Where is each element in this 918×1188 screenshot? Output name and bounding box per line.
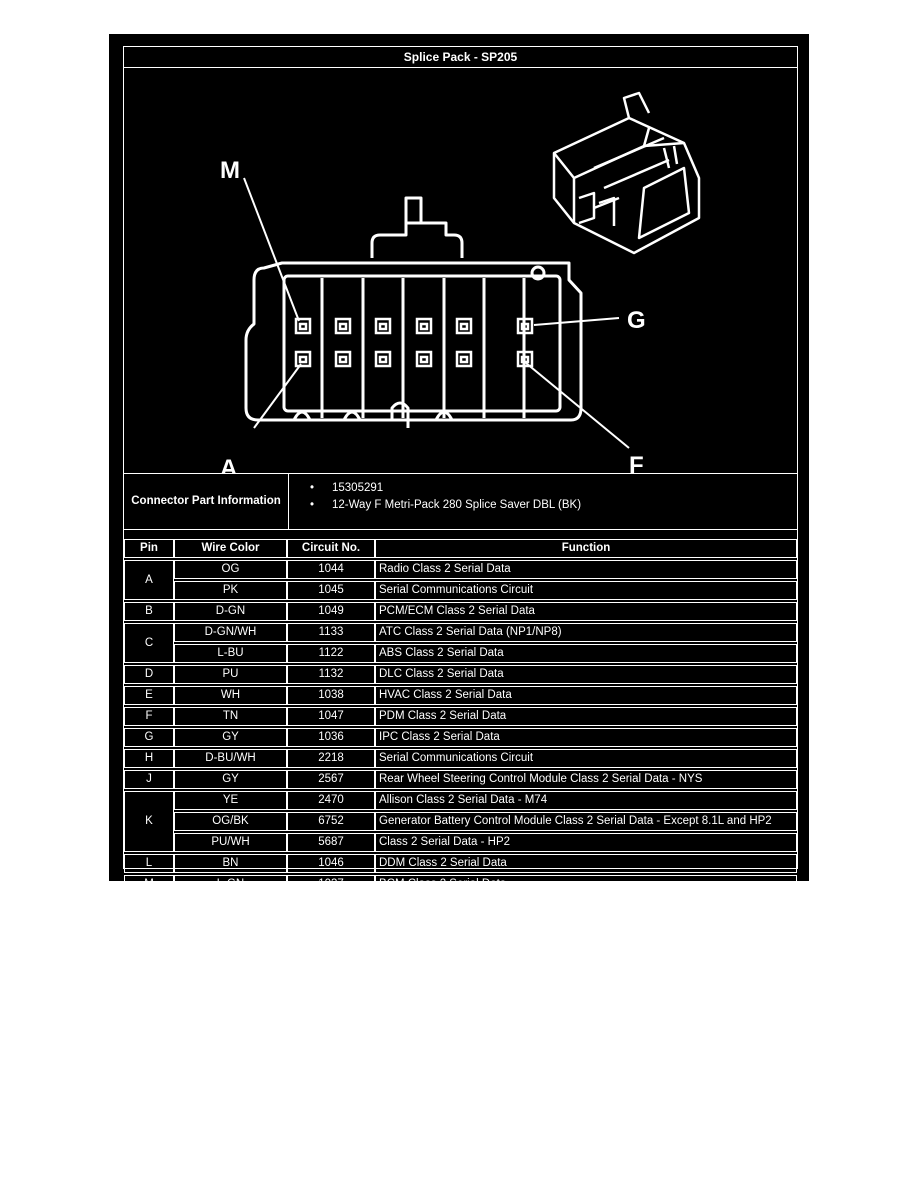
wire-color-cell: PU/WH <box>174 833 287 852</box>
table-row: L BN 1046 DDM Class 2 Serial Data <box>124 854 797 873</box>
circuit-cell: 2470 <box>287 791 375 810</box>
table-row: PK 1045 Serial Communications Circuit <box>124 581 797 600</box>
splice-pack-sheet: Splice Pack - SP205 <box>109 34 809 894</box>
wire-color-cell: WH <box>174 686 287 705</box>
pin-cell: M <box>124 875 174 894</box>
table-row: F TN 1047 PDM Class 2 Serial Data <box>124 707 797 726</box>
pin-cell: G <box>124 728 174 747</box>
circuit-cell: 2567 <box>287 770 375 789</box>
table-row: D PU 1132 DLC Class 2 Serial Data <box>124 665 797 684</box>
header-circuit-no: Circuit No. <box>287 539 375 558</box>
function-cell: Generator Battery Control Module Class 2… <box>375 812 797 831</box>
function-cell: Class 2 Serial Data - HP2 <box>375 833 797 852</box>
page-title: Splice Pack - SP205 <box>124 47 797 68</box>
header-wire-color: Wire Color <box>174 539 287 558</box>
table-row: G GY 1036 IPC Class 2 Serial Data <box>124 728 797 747</box>
function-cell: ATC Class 2 Serial Data (NP1/NP8) <box>375 623 797 642</box>
wire-color-cell: L-GN <box>174 875 287 894</box>
function-cell: ABS Class 2 Serial Data <box>375 644 797 663</box>
table-row: M L-GN 1037 BCM Class 2 Serial Data <box>124 875 797 894</box>
pin-cell: K <box>124 791 174 852</box>
part-description: 12-Way F Metri-Pack 280 Splice Saver DBL… <box>304 497 581 514</box>
part-info-label: Connector Part Information <box>124 474 289 529</box>
part-info-list: 15305291 12-Way F Metri-Pack 280 Splice … <box>304 480 581 514</box>
pin-table-header: Pin Wire Color Circuit No. Function <box>124 539 797 558</box>
circuit-cell: 1037 <box>287 875 375 894</box>
pin-cell: L <box>124 854 174 873</box>
circuit-cell: 6752 <box>287 812 375 831</box>
wire-color-cell: OG <box>174 560 287 579</box>
callout-f: F <box>629 452 644 473</box>
function-cell: DDM Class 2 Serial Data <box>375 854 797 873</box>
circuit-cell: 2218 <box>287 749 375 768</box>
callout-g: G <box>627 307 646 334</box>
circuit-cell: 1044 <box>287 560 375 579</box>
table-row: A OG 1044 Radio Class 2 Serial Data <box>124 560 797 600</box>
pin-table: Pin Wire Color Circuit No. Function A OG… <box>124 537 797 896</box>
circuit-cell: 1036 <box>287 728 375 747</box>
pin-cell: C <box>124 623 174 663</box>
pin-cell: J <box>124 770 174 789</box>
circuit-cell: 1122 <box>287 644 375 663</box>
function-cell: BCM Class 2 Serial Data <box>375 875 797 894</box>
wire-color-cell: PU <box>174 665 287 684</box>
wire-color-cell: D-BU/WH <box>174 749 287 768</box>
circuit-cell: 1132 <box>287 665 375 684</box>
function-cell: Rear Wheel Steering Control Module Class… <box>375 770 797 789</box>
function-cell: DLC Class 2 Serial Data <box>375 665 797 684</box>
function-cell: Serial Communications Circuit <box>375 581 797 600</box>
wire-color-cell: YE <box>174 791 287 810</box>
callout-m: M <box>220 157 240 184</box>
function-cell: PDM Class 2 Serial Data <box>375 707 797 726</box>
circuit-cell: 1038 <box>287 686 375 705</box>
header-pin: Pin <box>124 539 174 558</box>
circuit-cell: 5687 <box>287 833 375 852</box>
wire-color-cell: GY <box>174 770 287 789</box>
table-row: L-BU 1122 ABS Class 2 Serial Data <box>124 644 797 663</box>
pin-cell: A <box>124 560 174 600</box>
circuit-cell: 1045 <box>287 581 375 600</box>
wire-color-cell: D-GN <box>174 602 287 621</box>
circuit-cell: 1046 <box>287 854 375 873</box>
table-row: B D-GN 1049 PCM/ECM Class 2 Serial Data <box>124 602 797 621</box>
wire-color-cell: D-GN/WH <box>174 623 287 642</box>
function-cell: Allison Class 2 Serial Data - M74 <box>375 791 797 810</box>
circuit-cell: 1047 <box>287 707 375 726</box>
content-frame: Splice Pack - SP205 <box>123 46 798 894</box>
table-row: C D-GN/WH 1133 ATC Class 2 Serial Data (… <box>124 623 797 663</box>
wire-color-cell: GY <box>174 728 287 747</box>
circuit-cell: 1133 <box>287 623 375 642</box>
wire-color-cell: TN <box>174 707 287 726</box>
table-row: PU/WH 5687 Class 2 Serial Data - HP2 <box>124 833 797 852</box>
function-cell: Radio Class 2 Serial Data <box>375 560 797 579</box>
pin-cell: H <box>124 749 174 768</box>
table-row: OG/BK 6752 Generator Battery Control Mod… <box>124 812 797 831</box>
connector-face-view-icon: M G A F <box>220 91 701 482</box>
circuit-cell: 1049 <box>287 602 375 621</box>
wire-color-cell: L-BU <box>174 644 287 663</box>
pin-cell: F <box>124 707 174 726</box>
wire-color-cell: OG/BK <box>174 812 287 831</box>
header-function: Function <box>375 539 797 558</box>
pin-cell: D <box>124 665 174 684</box>
table-row: K YE 2470 Allison Class 2 Serial Data - … <box>124 791 797 852</box>
connector-3d-view-icon <box>552 91 701 255</box>
function-cell: IPC Class 2 Serial Data <box>375 728 797 747</box>
callout-a: A <box>220 455 237 473</box>
part-number: 15305291 <box>304 480 581 497</box>
connector-diagram: M G A F <box>124 68 797 482</box>
connector-part-information: Connector Part Information 15305291 12-W… <box>124 474 797 530</box>
table-row: H D-BU/WH 2218 Serial Communications Cir… <box>124 749 797 768</box>
function-cell: PCM/ECM Class 2 Serial Data <box>375 602 797 621</box>
table-row: J GY 2567 Rear Wheel Steering Control Mo… <box>124 770 797 789</box>
pin-cell: B <box>124 602 174 621</box>
table-row: E WH 1038 HVAC Class 2 Serial Data <box>124 686 797 705</box>
wire-color-cell: PK <box>174 581 287 600</box>
function-cell: HVAC Class 2 Serial Data <box>375 686 797 705</box>
wire-color-cell: BN <box>174 854 287 873</box>
function-cell: Serial Communications Circuit <box>375 749 797 768</box>
pin-cell: E <box>124 686 174 705</box>
